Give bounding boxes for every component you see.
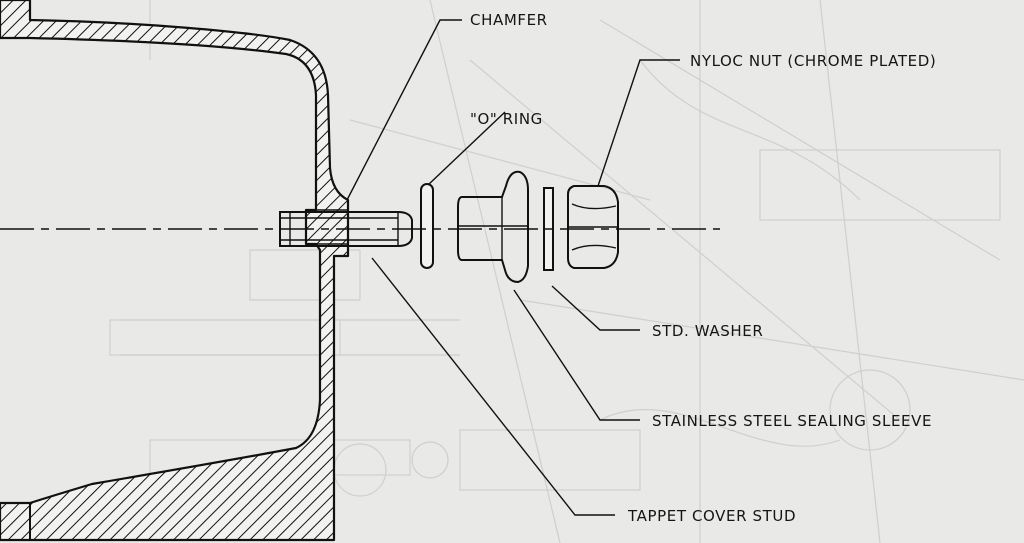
label-nyloc-nut: NYLOC NUT (CHROME PLATED) xyxy=(690,52,936,70)
label-chamfer: CHAMFER xyxy=(470,11,548,29)
label-sealing-sleeve: STAINLESS STEEL SEALING SLEEVE xyxy=(652,412,932,430)
stainless-steel-sealing-sleeve xyxy=(457,170,529,284)
tappet-cover-stud xyxy=(279,211,413,247)
o-ring xyxy=(420,183,434,269)
label-tappet-cover-stud: TAPPET COVER STUD xyxy=(627,507,796,525)
leader-lines xyxy=(346,19,680,516)
label-std-washer: STD. WASHER xyxy=(652,322,763,340)
tappet-cover-section xyxy=(0,0,350,542)
label-o-ring: "O" RING xyxy=(470,110,543,128)
nyloc-nut xyxy=(567,185,619,269)
